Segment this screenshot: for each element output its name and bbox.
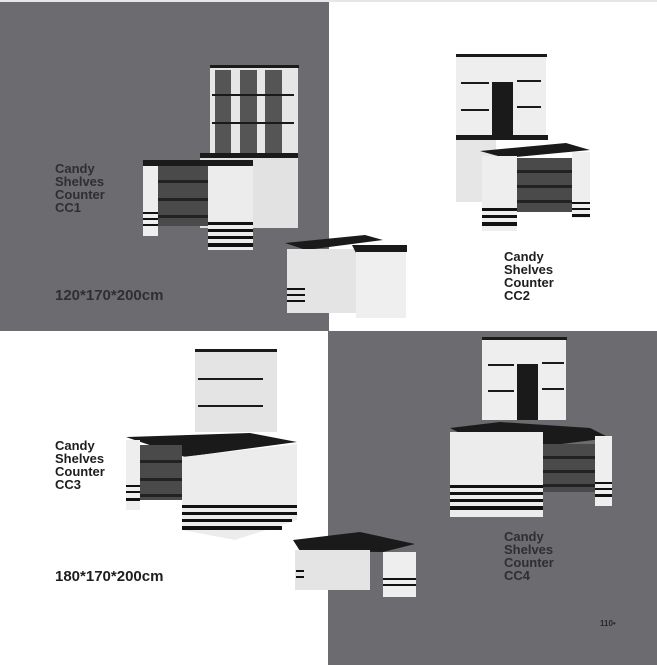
product-label-cc3: Candy Shelves Counter CC3	[55, 439, 105, 491]
top-border	[0, 0, 657, 2]
label-line: Counter	[55, 187, 105, 202]
product-label-cc4: Candy Shelves Counter CC4	[504, 530, 554, 582]
label-line: Shelves	[504, 262, 554, 277]
page-number: 110•	[600, 619, 616, 628]
product-label-cc2: Candy Shelves Counter CC2	[504, 250, 554, 302]
label-line: CC1	[55, 200, 82, 215]
cc2-shelf-unit-image	[456, 54, 590, 231]
label-line: CC3	[55, 477, 82, 492]
label-line: Counter	[504, 275, 554, 290]
label-line: Candy	[504, 249, 544, 264]
label-line: Candy	[504, 529, 544, 544]
label-line: Shelves	[504, 542, 554, 557]
label-line: Counter	[55, 464, 105, 479]
dimensions-cc3: 180*170*200cm	[55, 568, 164, 585]
cc1-shelf-unit-image	[143, 65, 407, 318]
cc4-shelf-unit-image	[450, 337, 612, 517]
label-line: Shelves	[55, 174, 105, 189]
label-line: Candy	[55, 161, 95, 176]
label-line: Counter	[504, 555, 554, 570]
label-line: Shelves	[55, 451, 105, 466]
cc3-shelf-unit-image	[126, 349, 416, 597]
dimensions-cc1: 120*170*200cm	[55, 287, 164, 304]
product-label-cc1: Candy Shelves Counter CC1	[55, 162, 105, 214]
label-line: CC2	[504, 288, 531, 303]
label-line: CC4	[504, 568, 531, 583]
label-line: Candy	[55, 438, 95, 453]
